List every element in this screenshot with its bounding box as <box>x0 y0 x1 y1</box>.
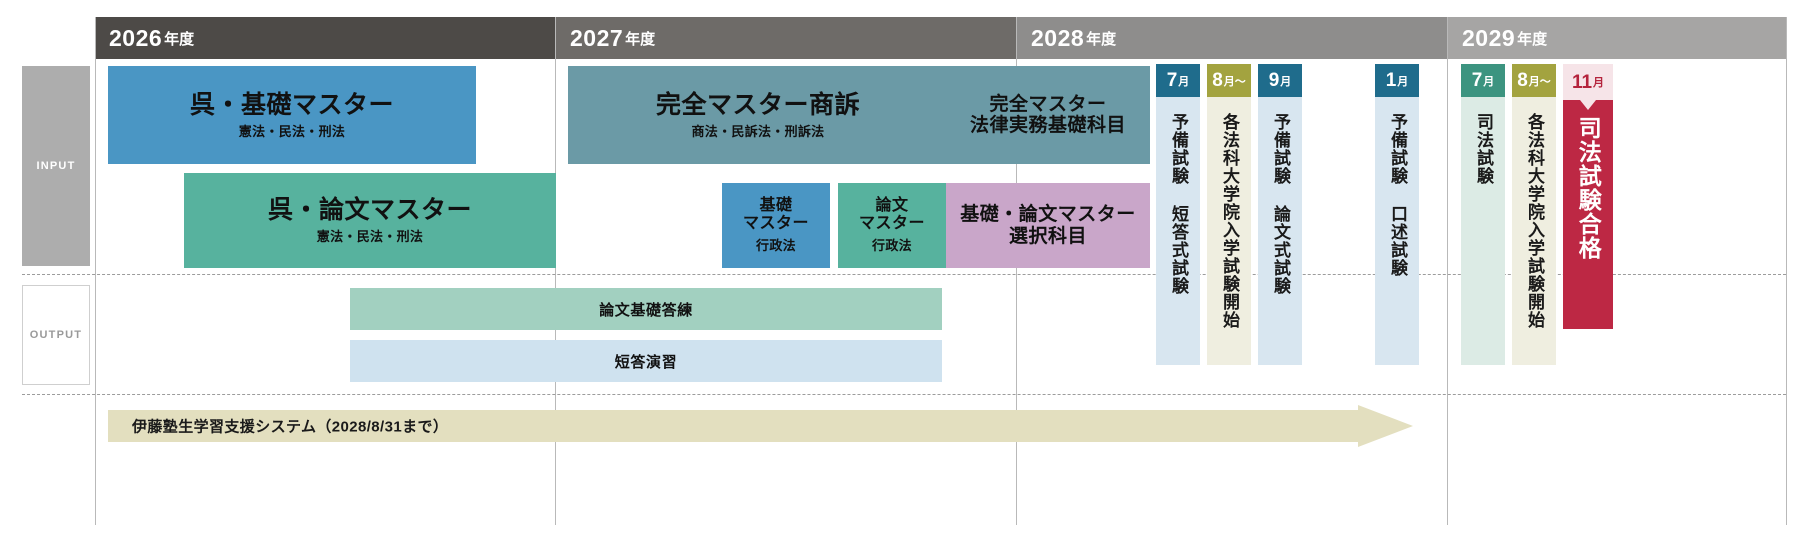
exam-body: 予備試験 口述試験 <box>1375 97 1419 365</box>
course-block-sentaku-kamoku[interactable]: 基礎・論文マスター 選択科目 <box>946 183 1150 268</box>
exam-column-yobi-tanto[interactable]: 7 月 予備試験 短答式試験 <box>1156 64 1200 365</box>
exam-month-kanji: 月〜 <box>1223 75 1246 88</box>
course-block-kiso-master[interactable]: 呉・基礎マスター 憲法・民法・刑法 <box>108 66 476 164</box>
rail-output-label: OUTPUT <box>29 329 83 341</box>
exam-month-tab: 11 月 <box>1563 64 1613 100</box>
course-title: 基礎・論文マスター 選択科目 <box>960 204 1136 247</box>
exam-body: 予備試験 論文式試験 <box>1258 97 1302 365</box>
year-label: 2028 <box>1031 24 1085 51</box>
exam-body: 予備試験 短答式試験 <box>1156 97 1200 365</box>
exam-month-kanji: 月 <box>1397 75 1409 88</box>
output-bar-tanto-enshu[interactable]: 短答演習 <box>350 340 942 382</box>
support-system-label: 伊藤塾生学習支援システム（2028/8/31まで） <box>132 418 449 436</box>
exam-month-number: 9 <box>1268 70 1280 91</box>
course-title: 呉・論文マスター <box>267 196 472 225</box>
course-title: 完全マスター 法律実務基礎科目 <box>969 93 1126 136</box>
exam-label: 予備試験 短答式試験 <box>1169 113 1188 295</box>
exam-month-kanji: 月〜 <box>1528 75 1551 88</box>
year-label: 2026 <box>109 24 163 51</box>
year-header-2027: 2027 年度 <box>556 17 1016 59</box>
exam-column-shiho-shiken-goukaku[interactable]: 11 月 司法試験合格 <box>1563 64 1613 329</box>
course-subtitle: 憲法・民法・刑法 <box>316 229 424 245</box>
support-system-arrow: 伊藤塾生学習支援システム（2028/8/31まで） <box>108 405 1413 447</box>
course-subtitle: 行政法 <box>756 238 796 254</box>
exam-body: 司法試験 <box>1461 97 1505 365</box>
exam-column-houka-daigakuin-2028[interactable]: 8 月〜 各法科大学院入学試験開始 <box>1207 64 1251 365</box>
year-label: 2027 <box>570 24 624 51</box>
exam-column-yobi-koujutsu[interactable]: 1 月 予備試験 口述試験 <box>1375 64 1419 365</box>
exam-month-tab: 7 月 <box>1461 64 1505 97</box>
exam-column-houka-daigakuin-2029[interactable]: 8 月〜 各法科大学院入学試験開始 <box>1512 64 1556 365</box>
exam-column-yobi-ronbun[interactable]: 9 月 予備試験 論文式試験 <box>1258 64 1302 365</box>
course-title: 呉・基礎マスター <box>189 90 394 119</box>
chart-right-edge <box>1786 17 1787 525</box>
output-bottom-divider <box>22 394 1786 395</box>
rail-input-label: INPUT <box>36 160 76 172</box>
year-suffix: 年度 <box>1086 30 1117 48</box>
course-title: 論文 マスター <box>858 197 925 233</box>
year-suffix: 年度 <box>164 30 195 48</box>
exam-label: 司法試験合格 <box>1575 116 1602 260</box>
course-block-kanzen-master-jitsumu[interactable]: 完全マスター 法律実務基礎科目 <box>946 66 1150 164</box>
year-divider-2027 <box>555 17 556 525</box>
year-label: 2029 <box>1462 24 1516 51</box>
exam-body: 各法科大学院入学試験開始 <box>1207 97 1251 365</box>
exam-label: 予備試験 論文式試験 <box>1271 113 1290 295</box>
exam-month-number: 11 <box>1571 71 1593 93</box>
course-subtitle: 行政法 <box>872 238 912 254</box>
year-divider-2028 <box>1016 17 1017 525</box>
exam-month-tab: 1 月 <box>1375 64 1419 97</box>
course-block-kiso-master-gyosei[interactable]: 基礎 マスター 行政法 <box>722 183 830 268</box>
output-bar-label: 論文基礎答練 <box>599 301 693 319</box>
course-block-ronbun-master-gyosei[interactable]: 論文 マスター 行政法 <box>838 183 946 268</box>
exam-month-kanji: 月 <box>1593 77 1605 89</box>
output-bar-label: 短答演習 <box>614 353 678 371</box>
course-block-ronbun-master[interactable]: 呉・論文マスター 憲法・民法・刑法 <box>184 173 556 268</box>
exam-label: 各法科大学院入学試験開始 <box>1220 113 1239 329</box>
exam-month-tab: 8 月〜 <box>1207 64 1251 97</box>
exam-month-number: 1 <box>1385 70 1397 91</box>
course-title: 完全マスター商訴 <box>655 90 860 119</box>
exam-month-kanji: 月 <box>1178 75 1190 88</box>
exam-month-kanji: 月 <box>1280 75 1292 88</box>
year-suffix: 年度 <box>1517 30 1548 48</box>
exam-month-number: 7 <box>1166 70 1178 91</box>
course-block-kanzen-master-shoso[interactable]: 完全マスター商訴 商法・民訴法・刑訴法 <box>568 66 948 164</box>
exam-month-number: 7 <box>1471 70 1483 91</box>
exam-body: 各法科大学院入学試験開始 <box>1512 97 1556 365</box>
year-divider-2026 <box>95 17 96 525</box>
exam-month-kanji: 月 <box>1483 75 1495 88</box>
year-header-2026: 2026 年度 <box>95 17 555 59</box>
year-header-2028: 2028 年度 <box>1017 17 1447 59</box>
exam-month-number: 8 <box>1517 70 1528 91</box>
year-divider-2029 <box>1447 17 1448 525</box>
course-subtitle: 憲法・民法・刑法 <box>238 123 346 139</box>
arrow-shape-icon <box>108 405 1413 447</box>
course-title: 基礎 マスター <box>742 197 809 233</box>
rail-output: OUTPUT <box>22 285 90 385</box>
input-output-divider <box>22 274 1786 275</box>
output-bar-ronbun-kiso-touren[interactable]: 論文基礎答練 <box>350 288 942 330</box>
rail-input: INPUT <box>22 66 90 266</box>
exam-label: 予備試験 口述試験 <box>1388 113 1407 277</box>
exam-month-tab: 7 月 <box>1156 64 1200 97</box>
exam-month-tab: 9 月 <box>1258 64 1302 97</box>
exam-column-shiho-shiken[interactable]: 7 月 司法試験 <box>1461 64 1505 365</box>
course-subtitle: 商法・民訴法・刑訴法 <box>691 123 825 139</box>
exam-month-number: 8 <box>1212 70 1223 91</box>
exam-tab-notch-icon <box>1580 100 1596 110</box>
year-header-2029: 2029 年度 <box>1448 17 1786 59</box>
year-suffix: 年度 <box>625 30 656 48</box>
exam-month-tab: 8 月〜 <box>1512 64 1556 97</box>
exam-label: 司法試験 <box>1474 113 1493 185</box>
exam-label: 各法科大学院入学試験開始 <box>1525 113 1544 329</box>
